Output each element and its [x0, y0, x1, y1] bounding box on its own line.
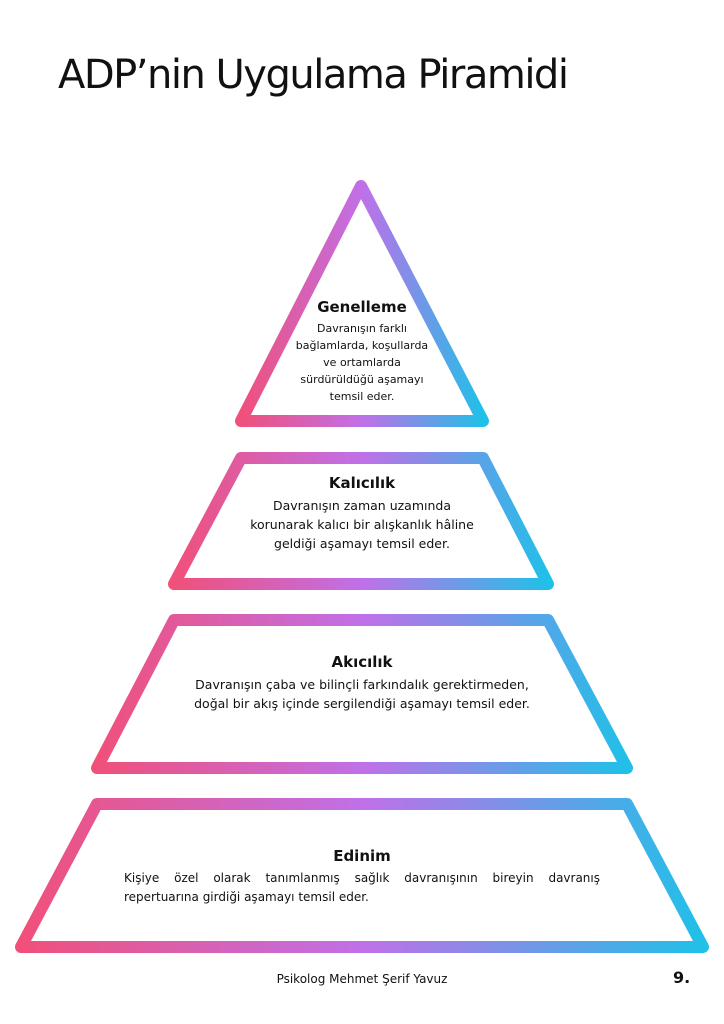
level-edinim: Edinim Kişiye özel olarak tanımlanmış sa… — [82, 847, 642, 907]
pyramid-tier-akicilik — [91, 614, 633, 774]
footer-author: Psikolog Mehmet Şerif Yavuz — [276, 972, 448, 986]
level-text: Davranışın çaba ve bilinçli farkındalık … — [195, 677, 529, 692]
level-text: sürdürüldüğü aşamayı — [300, 373, 424, 386]
level-akicilik: Akıcılık Davranışın çaba ve bilinçli far… — [112, 653, 612, 713]
level-text: Kişiye özel olarak tanımlanmış sağlık da… — [124, 871, 600, 885]
pyramid-tier-genelleme — [235, 180, 489, 427]
level-text: geldiği aşamayı temsil eder. — [274, 536, 450, 551]
page-title: ADP’nin Uygulama Piramidi — [58, 52, 569, 98]
level-heading: Edinim — [333, 847, 391, 865]
level-text: temsil eder. — [329, 390, 395, 403]
level-text: doğal bir akış içinde sergilendiği aşama… — [194, 696, 530, 711]
page-number: 9. — [673, 968, 691, 987]
level-text: Davranışın farklı — [317, 322, 407, 335]
level-heading: Kalıcılık — [328, 474, 396, 492]
level-genelleme: Genelleme Davranışın farklı bağlamlarda,… — [262, 298, 462, 405]
level-text: Davranışın zaman uzamında — [272, 498, 452, 513]
pyramid-tier-edinim — [15, 798, 709, 953]
pyramid-tier-kalicilik — [168, 452, 554, 590]
level-heading: Akıcılık — [331, 653, 393, 671]
level-kalicilik: Kalıcılık Davranışın zaman uzamında koru… — [190, 474, 534, 553]
level-text: korunarak kalıcı bir alışkanlık hâline — [250, 517, 474, 532]
level-text: repertuarına girdiği aşamayı temsil eder… — [124, 890, 369, 904]
level-heading: Genelleme — [317, 298, 407, 316]
level-text: bağlamlarda, koşullarda — [295, 339, 429, 352]
level-text: ve ortamlarda — [323, 356, 401, 369]
